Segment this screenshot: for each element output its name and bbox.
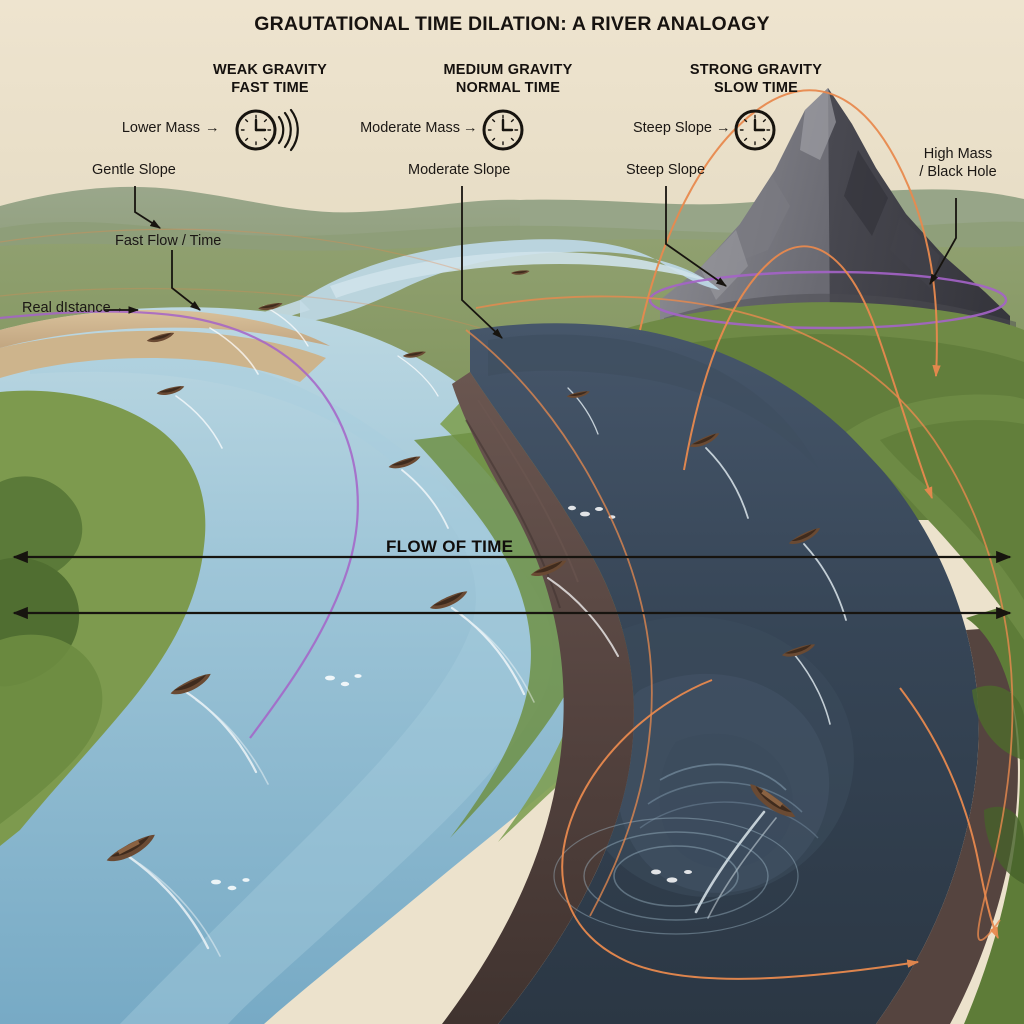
- zone-heading-weak-line1: WEAK GRAVITY: [212, 62, 328, 78]
- river-dark-ripple-2: [647, 781, 803, 813]
- boat: [530, 560, 567, 576]
- orange-curve-faint-left: [0, 228, 461, 271]
- canyon-cliff-left-striae2: [465, 419, 561, 609]
- boat: [429, 591, 468, 609]
- boat: [258, 303, 283, 311]
- real-distance-arrow: →: [110, 300, 125, 316]
- zone-heading-medium-line2: NORMAL TIME: [455, 80, 561, 96]
- page-title: GRAUTATIONAL TIME DILATION: A RIVER ANAL…: [254, 13, 770, 35]
- mountain-facet-a: [738, 176, 790, 262]
- boat: [750, 784, 796, 817]
- orange-curve-inner: [683, 245, 933, 500]
- canyon-cliff-left: [442, 372, 634, 1024]
- boat: [146, 332, 175, 343]
- slope-label-moderate: Moderate Slope: [408, 162, 511, 178]
- boat: [511, 270, 530, 275]
- orange-curve-canyon-rim: [475, 295, 1014, 942]
- mountain-facet-b: [700, 230, 748, 300]
- orange-curve-outer: [639, 89, 941, 378]
- clock-arrow-medium: →: [463, 120, 478, 136]
- purple-curve-left: [0, 310, 359, 739]
- mountain-facet-d: [890, 216, 940, 288]
- canyon-rim-right-bush2: [984, 806, 1024, 884]
- label-high-mass-line2: / Black Hole: [919, 164, 997, 180]
- boat: [788, 528, 821, 544]
- boat: [156, 386, 185, 395]
- river-dark-ripple-3: [639, 801, 819, 839]
- canyon-rim-right-grass: [964, 600, 1024, 1024]
- clock-label-strong: Steep Slope: [632, 120, 712, 136]
- clock-label-medium: Moderate Mass: [360, 120, 460, 136]
- boat: [402, 351, 426, 358]
- wake-streaks-light: [126, 305, 619, 957]
- clock-normal-icon: [482, 109, 524, 151]
- purple-ellipse-mountain: [648, 270, 1008, 330]
- label-high-mass-line1: High Mass: [923, 146, 993, 162]
- leader-gentle-slope: [134, 186, 161, 229]
- left-grass-low: [0, 634, 103, 824]
- orange-curve-right-descent: [899, 687, 999, 940]
- river-dark-ripple-1: [659, 763, 787, 791]
- river-dark-swirl-c: [659, 733, 793, 869]
- clock-fast-icon: [235, 108, 299, 152]
- boat: [782, 644, 816, 657]
- sand-bank: [0, 310, 330, 348]
- sand-bank-wide: [0, 330, 326, 382]
- orange-curve-spiral: [561, 679, 920, 980]
- orange-curve-faint-left2: [0, 287, 481, 329]
- slope-label-steep: Steep Slope: [626, 162, 706, 178]
- boat: [566, 391, 590, 398]
- mountain-facet-c: [844, 150, 888, 236]
- river-far-thread: [330, 251, 710, 298]
- boat: [388, 456, 421, 469]
- label-real-distance: Real dIstance: [22, 300, 111, 316]
- zone-heading-weak-line2: FAST TIME: [231, 80, 309, 96]
- leader-moderate-slope: [461, 186, 503, 339]
- zone-heading-strong-line2: SLOW TIME: [714, 80, 798, 96]
- wake-streaks-dark: [567, 387, 847, 919]
- clock-motion-lines: [277, 108, 299, 152]
- canyon-cliff-right: [876, 628, 1018, 1024]
- boat: [170, 673, 211, 695]
- boat: [689, 433, 720, 448]
- ripple-rings: [553, 817, 799, 935]
- clock-slow-icon: [734, 109, 776, 151]
- clock-arrow-weak: →: [205, 120, 220, 136]
- leader-steep-slope: [665, 186, 727, 287]
- clock-label-weak: Lower Mass: [121, 120, 200, 136]
- right-green-hill-shade: [880, 420, 1024, 600]
- label-flow-of-time: FLOW OF TIME: [386, 537, 514, 556]
- leader-fast-flow: [171, 250, 201, 311]
- zone-heading-medium-line1: MEDIUM GRAVITY: [443, 62, 573, 78]
- mountain-ridge-highlight: [800, 88, 836, 160]
- boat: [106, 834, 155, 862]
- river-light-sheen-a: [30, 352, 554, 1024]
- leader-high-mass: [929, 198, 957, 285]
- slope-label-gentle: Gentle Slope: [92, 162, 176, 178]
- zone-heading-strong-line1: STRONG GRAVITY: [689, 62, 823, 78]
- clock-arrow-strong: →: [716, 120, 731, 136]
- river-light-upper: [300, 239, 720, 322]
- label-fast-flow: Fast Flow / Time: [115, 233, 222, 249]
- river-dark-upper-pool: [488, 334, 818, 468]
- river-light-upper-far: [160, 300, 310, 338]
